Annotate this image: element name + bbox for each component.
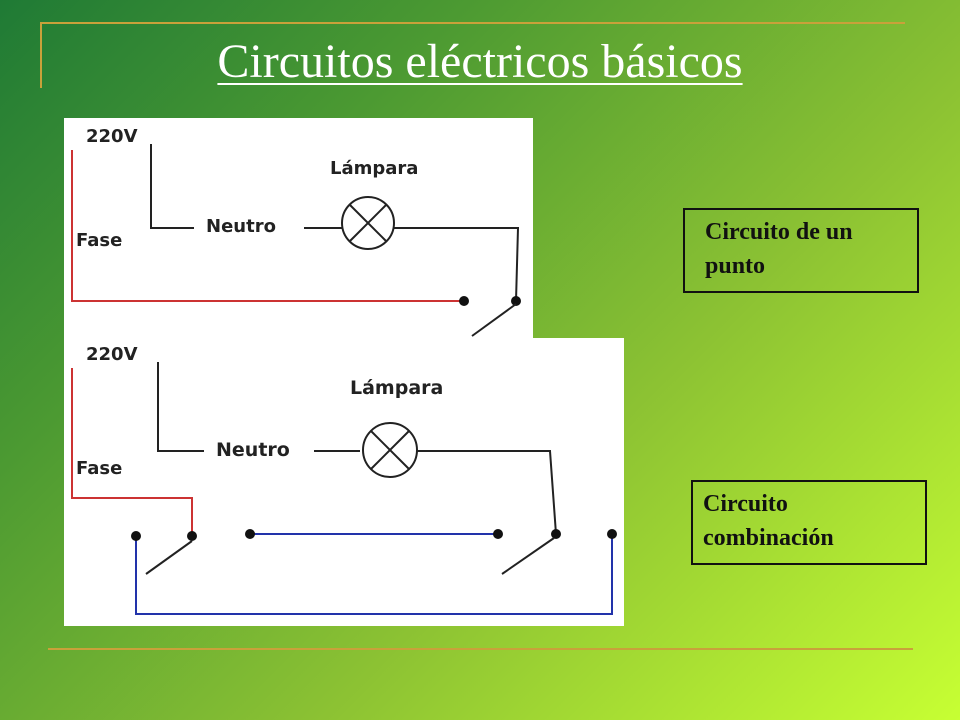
phase-label: Fase [76,230,122,251]
switch-left-icon [131,529,255,575]
traveler-wire-bottom [135,534,613,615]
top-rule-tick [40,22,42,88]
neutral-label: Neutro [216,439,290,461]
switch-right-icon [493,529,617,575]
phase-wire [71,150,464,302]
combination-circuit-callout: Circuito combinación [691,480,927,565]
lamp-return-wire [417,450,557,535]
single-point-circuit-svg: 220V Lámpara Neutro Fase [71,126,521,337]
callout-text: Circuito de un punto [705,219,853,279]
neutral-wire [157,362,204,452]
neutral-label: Neutro [206,216,276,237]
voltage-label: 220V [86,126,138,147]
lamp-return-wire [394,227,520,302]
lamp-icon [341,196,395,250]
neutral-wire [150,144,194,229]
switch-icon [459,296,521,337]
slide-title: Circuitos eléctricos básicos [217,35,743,88]
lamp-icon [362,422,418,478]
combination-circuit-svg: 220V Lámpara Neutro Fase [71,344,617,615]
single-point-circuit-callout: Circuito de un punto [683,208,919,293]
single-point-circuit-diagram: 220V Lámpara Neutro Fase [64,118,533,344]
lamp-label: Lámpara [330,158,418,179]
bottom-rule [48,648,913,650]
phase-label: Fase [76,458,122,479]
callout-text: Circuito combinación [703,491,834,551]
top-rule [40,22,905,24]
combination-circuit-diagram: 220V Lámpara Neutro Fase [64,338,624,626]
lamp-label: Lámpara [350,377,443,399]
voltage-label: 220V [86,344,138,365]
phase-wire [71,368,193,536]
